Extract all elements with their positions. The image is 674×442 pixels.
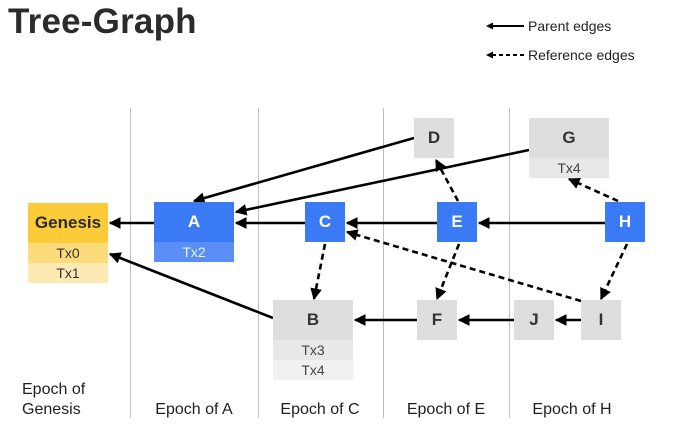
epoch-divider xyxy=(383,108,384,418)
legend-label: Parent edges xyxy=(528,18,612,34)
epoch-divider xyxy=(509,108,510,418)
ref-edge-h-g xyxy=(567,177,619,203)
node-h[interactable]: H xyxy=(605,202,645,242)
tx-item: Tx2 xyxy=(154,242,234,262)
node-g[interactable]: G Tx4 xyxy=(529,118,609,178)
node-label: G xyxy=(529,118,609,158)
node-j[interactable]: J xyxy=(514,300,554,340)
ref-edge-i-c xyxy=(345,229,582,303)
node-label: D xyxy=(414,118,454,158)
tx-item: Tx3 xyxy=(273,340,353,360)
node-label: A xyxy=(154,202,234,242)
ref-edge-e-d xyxy=(434,158,460,202)
node-b[interactable]: B Tx3 Tx4 xyxy=(273,300,353,380)
legend-parent-edges: Parent edges xyxy=(486,18,611,34)
epoch-label-genesis: Epoch of Genesis xyxy=(22,381,86,418)
node-label: I xyxy=(581,300,621,340)
legend-reference-edges: Reference edges xyxy=(486,47,635,63)
tx-item: Tx4 xyxy=(529,158,609,178)
node-label: J xyxy=(514,300,554,340)
edge-d-a xyxy=(192,136,415,204)
tx-item: Tx0 xyxy=(28,243,108,263)
edge-b-genesis xyxy=(108,252,274,320)
epoch-label-c: Epoch of C xyxy=(280,401,360,418)
node-label: C xyxy=(305,202,345,242)
ref-edge-c-b xyxy=(310,243,327,301)
epoch-divider xyxy=(258,108,259,418)
node-label: B xyxy=(273,300,353,340)
solid-arrow-icon xyxy=(486,22,524,30)
node-label: H xyxy=(605,202,645,242)
ref-edge-h-i xyxy=(599,243,629,301)
epoch-label-a: Epoch of A xyxy=(155,401,233,418)
epoch-label-e: Epoch of E xyxy=(406,401,486,418)
diagram-title: Tree-Graph xyxy=(8,2,197,41)
ref-edge-e-f xyxy=(435,243,461,301)
node-d[interactable]: D xyxy=(414,118,454,158)
epoch-label-h: Epoch of H xyxy=(532,401,612,418)
node-genesis[interactable]: Genesis Tx0 Tx1 xyxy=(28,203,108,283)
node-e[interactable]: E xyxy=(437,202,477,242)
dashed-arrow-icon xyxy=(486,51,524,59)
node-label: E xyxy=(437,202,477,242)
legend-label: Reference edges xyxy=(528,47,635,63)
node-c[interactable]: C xyxy=(305,202,345,242)
tx-item: Tx1 xyxy=(28,263,108,283)
tx-item: Tx4 xyxy=(273,360,353,380)
node-label: F xyxy=(417,300,457,340)
node-label: Genesis xyxy=(28,203,108,243)
node-a[interactable]: A Tx2 xyxy=(154,202,234,262)
node-f[interactable]: F xyxy=(417,300,457,340)
node-i[interactable]: I xyxy=(581,300,621,340)
edge-g-a xyxy=(234,148,530,216)
